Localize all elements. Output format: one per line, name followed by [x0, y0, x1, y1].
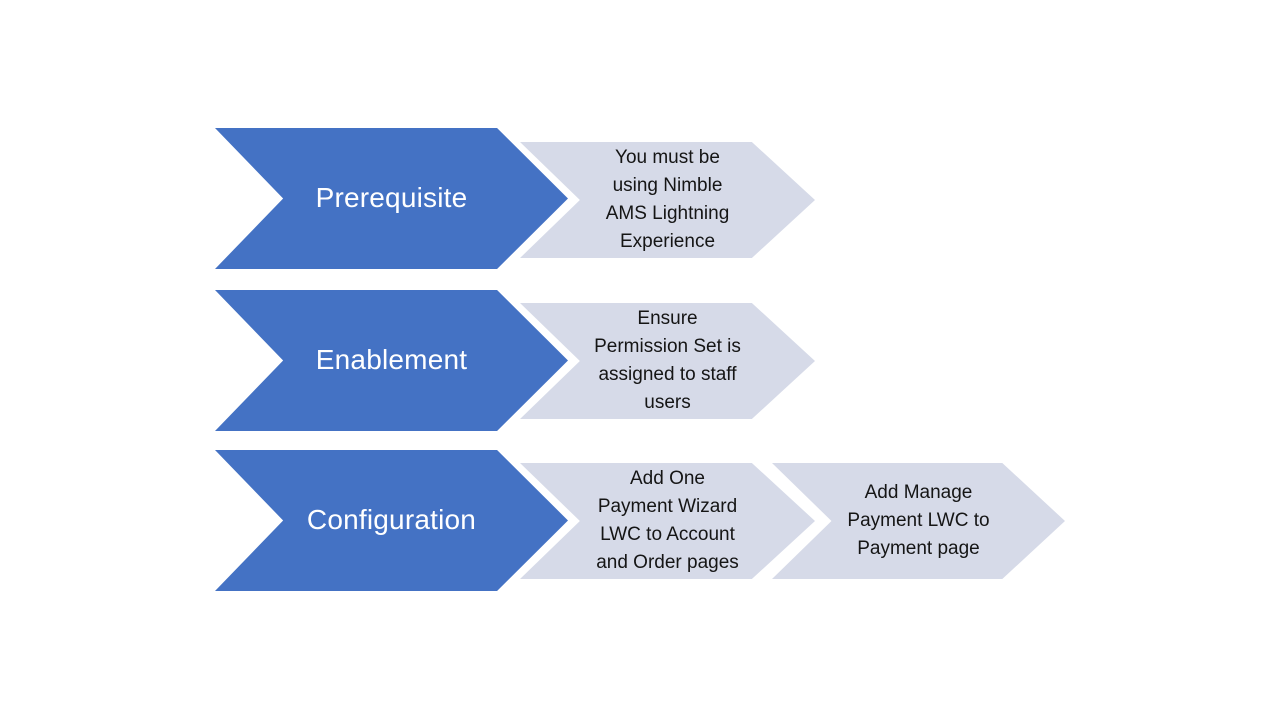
detail-text-enablement: Ensure Permission Set is assigned to sta… [594, 305, 741, 417]
detail-text-prerequisite: You must be using Nimble AMS Lightning E… [606, 144, 730, 256]
detail-text-configuration-2: Add Manage Payment LWC to Payment page [847, 479, 989, 563]
detail-line: LWC to Account [600, 524, 735, 545]
stage-chevron-enablement: Enablement [215, 290, 568, 431]
detail-line: Experience [619, 231, 716, 252]
detail-line: Add One [630, 468, 705, 489]
stage-chevron-configuration: Configuration [215, 450, 568, 591]
stage-chevron-prerequisite: Prerequisite [215, 128, 568, 269]
stage-label-enablement: Enablement [315, 344, 468, 376]
detail-line: Payment page [857, 538, 980, 559]
detail-line: Payment LWC to [847, 510, 990, 531]
detail-line: assigned to staff [598, 364, 737, 385]
detail-line: Payment Wizard [597, 496, 738, 517]
detail-chevron-configuration-1: Add One Payment Wizard LWC to Account an… [520, 463, 815, 579]
detail-text-configuration-1: Add One Payment Wizard LWC to Account an… [596, 465, 739, 577]
detail-line: You must be [615, 147, 720, 168]
detail-line: Permission Set is [594, 336, 741, 357]
detail-line: Ensure [637, 308, 698, 329]
stage-label-configuration: Configuration [306, 504, 477, 536]
detail-line: AMS Lightning [605, 203, 730, 224]
detail-line: and Order pages [596, 552, 739, 573]
detail-line: using Nimble [612, 175, 723, 196]
stage-label-prerequisite: Prerequisite [315, 182, 468, 214]
detail-line: Add Manage [864, 482, 973, 503]
detail-line: users [644, 392, 691, 413]
detail-chevron-configuration-2: Add Manage Payment LWC to Payment page [772, 463, 1065, 579]
